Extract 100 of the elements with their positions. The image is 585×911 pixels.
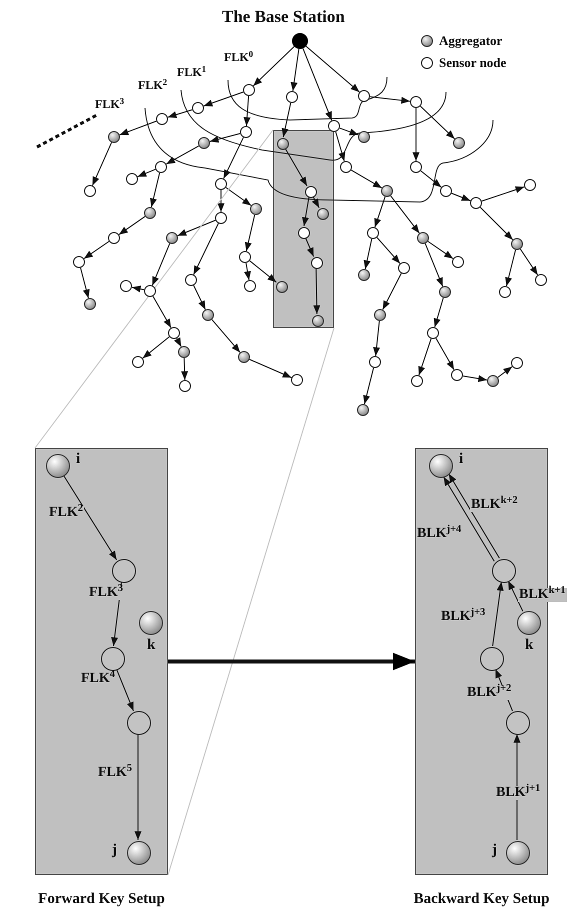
arrow bbox=[290, 48, 300, 92]
arrow bbox=[166, 145, 200, 165]
sensor-node bbox=[73, 256, 85, 268]
arrow bbox=[80, 267, 90, 299]
arrow bbox=[434, 297, 444, 328]
arrow bbox=[181, 358, 188, 380]
arrow bbox=[312, 196, 320, 208]
sensor-node bbox=[144, 285, 156, 297]
arrow bbox=[193, 222, 219, 276]
arrow bbox=[374, 196, 386, 228]
sensor-node bbox=[192, 102, 204, 114]
arrow bbox=[244, 262, 251, 281]
arrow bbox=[83, 240, 110, 260]
aggregator-node bbox=[381, 185, 393, 197]
node-label: i bbox=[76, 452, 80, 467]
sensor-node bbox=[410, 161, 422, 173]
sensor-node bbox=[367, 227, 379, 239]
arrow bbox=[390, 195, 420, 234]
sensor-node bbox=[101, 647, 125, 671]
panel-caption: Forward Key Setup bbox=[38, 890, 165, 909]
node-label: k bbox=[525, 638, 534, 653]
aggregator-node bbox=[108, 131, 120, 143]
aggregator-node bbox=[202, 309, 214, 321]
aggregator-node bbox=[517, 611, 541, 635]
legend-label: Sensor node bbox=[439, 56, 506, 69]
sensor-node bbox=[185, 274, 197, 286]
aggregator-node bbox=[46, 454, 70, 478]
sensor-node bbox=[215, 178, 227, 190]
aggregator-node bbox=[144, 207, 156, 219]
edge-label: BLK$^{k+1}$ bbox=[518, 588, 567, 602]
sensor-node bbox=[470, 197, 482, 209]
arrow bbox=[152, 296, 172, 328]
sensor-node bbox=[305, 186, 317, 198]
sensor-node bbox=[112, 559, 136, 583]
arrow bbox=[131, 286, 145, 292]
sensor-node bbox=[127, 711, 151, 735]
arrow bbox=[249, 260, 277, 283]
arrow bbox=[418, 338, 432, 376]
arrow bbox=[62, 474, 118, 560]
sensor-node bbox=[492, 559, 516, 583]
arrow bbox=[420, 106, 456, 140]
arrow bbox=[203, 92, 244, 106]
arrow bbox=[150, 172, 160, 208]
arrow bbox=[508, 580, 524, 612]
aggregator-node bbox=[374, 309, 386, 321]
arrow bbox=[142, 336, 170, 359]
arrow bbox=[244, 95, 251, 127]
aggregator-node bbox=[139, 611, 163, 635]
arrow bbox=[304, 237, 314, 257]
sensor-node bbox=[179, 380, 191, 392]
arrow bbox=[412, 108, 420, 162]
arrow bbox=[209, 133, 241, 143]
arrow bbox=[451, 192, 471, 202]
aggregator-node bbox=[417, 232, 429, 244]
sensor-node bbox=[411, 375, 423, 387]
arrow bbox=[520, 248, 538, 276]
zoom-line bbox=[34, 130, 274, 448]
arrow bbox=[193, 284, 206, 310]
arrow bbox=[424, 243, 444, 287]
sensor-node bbox=[369, 356, 381, 368]
aggregator-node bbox=[429, 454, 453, 478]
aggregator-node bbox=[487, 375, 499, 387]
sensor-node bbox=[291, 374, 303, 386]
arrow bbox=[116, 668, 134, 712]
aggregator-node bbox=[276, 281, 288, 293]
arrow bbox=[427, 240, 454, 260]
sensor-node bbox=[298, 227, 310, 239]
arrow bbox=[376, 237, 401, 264]
arrow bbox=[420, 170, 442, 188]
edge-label: BLK$^{j+1}$ bbox=[495, 786, 542, 800]
sensor-node bbox=[239, 251, 251, 263]
arrow bbox=[249, 358, 292, 378]
sensor-node bbox=[108, 232, 120, 244]
arrow bbox=[302, 48, 332, 121]
sensor-node bbox=[452, 256, 464, 268]
sensor-node bbox=[156, 113, 168, 125]
arrow bbox=[282, 102, 292, 138]
sensor-node bbox=[311, 257, 323, 269]
aggregator-node bbox=[511, 238, 523, 250]
sensor-node bbox=[243, 84, 255, 96]
arrow bbox=[167, 109, 193, 118]
aggregator-node bbox=[506, 841, 530, 865]
aggregator-node bbox=[127, 841, 151, 865]
arrow bbox=[119, 120, 157, 136]
arrow bbox=[244, 214, 256, 252]
node-label: j bbox=[112, 843, 117, 858]
sensor-node bbox=[506, 711, 530, 735]
aggregator-node bbox=[166, 232, 178, 244]
node-label: i bbox=[459, 452, 464, 467]
level-label: FLK$^{3}$ bbox=[95, 98, 124, 110]
arrow bbox=[177, 220, 216, 236]
sensor-node bbox=[524, 179, 536, 191]
arrow bbox=[218, 190, 224, 212]
sensor-node bbox=[340, 161, 352, 173]
arrow bbox=[480, 206, 514, 240]
panel-caption: Backward Key Setup bbox=[414, 890, 550, 909]
legend-label: Aggregator bbox=[439, 34, 502, 47]
arrow bbox=[462, 375, 488, 382]
arrow bbox=[373, 320, 380, 357]
arrow bbox=[302, 196, 310, 227]
